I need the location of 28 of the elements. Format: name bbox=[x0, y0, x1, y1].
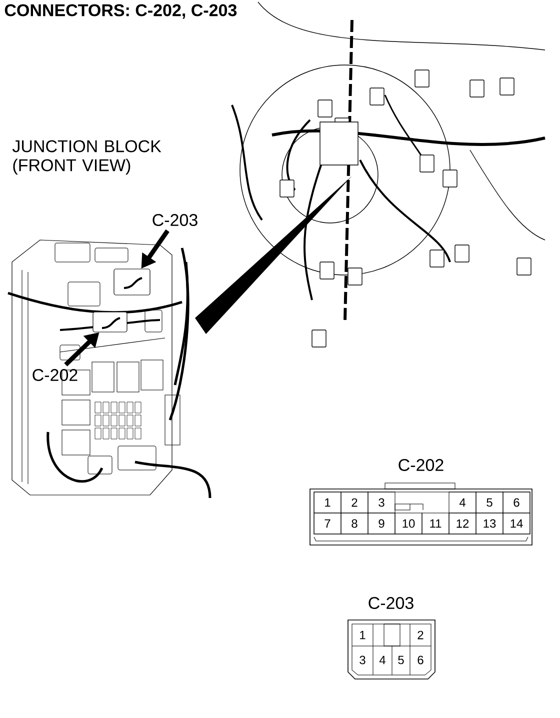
node-label: C-203 bbox=[368, 596, 414, 610]
pin-number: 1 bbox=[360, 630, 366, 640]
connector bbox=[114, 268, 150, 296]
title: CONNECTORS: C-202, C-203 bbox=[4, 4, 237, 19]
pin-number: 3 bbox=[360, 656, 366, 664]
pin-number: 4 bbox=[379, 656, 386, 664]
pin-number: 9 bbox=[378, 519, 384, 528]
pin-number: 11 bbox=[430, 519, 442, 528]
pin-number: 7 bbox=[324, 519, 330, 528]
pin-number: 4 bbox=[459, 498, 466, 507]
pin-number: 6 bbox=[514, 498, 520, 507]
connector bbox=[92, 312, 128, 332]
pin-number: 5 bbox=[398, 656, 404, 664]
callout-label: C-203 bbox=[152, 214, 198, 226]
pin-number: 6 bbox=[418, 656, 424, 664]
pin-number: 1 bbox=[325, 498, 330, 507]
pin-number: 10 bbox=[402, 519, 415, 528]
pin-number: 14 bbox=[510, 519, 523, 528]
node-label: C-202 bbox=[398, 458, 444, 472]
pin-number: 8 bbox=[352, 519, 358, 528]
pin-number: 2 bbox=[352, 498, 358, 507]
pin-number: 13 bbox=[484, 519, 496, 528]
callout-label: C-202 bbox=[32, 368, 78, 382]
pin-number: 3 bbox=[378, 498, 384, 507]
pin-number: 12 bbox=[456, 519, 469, 528]
view-caption: JUNCTION BLOCK (FRONT VIEW) bbox=[12, 140, 162, 175]
pin-number: 5 bbox=[486, 498, 492, 507]
pin-number: 2 bbox=[418, 630, 424, 640]
